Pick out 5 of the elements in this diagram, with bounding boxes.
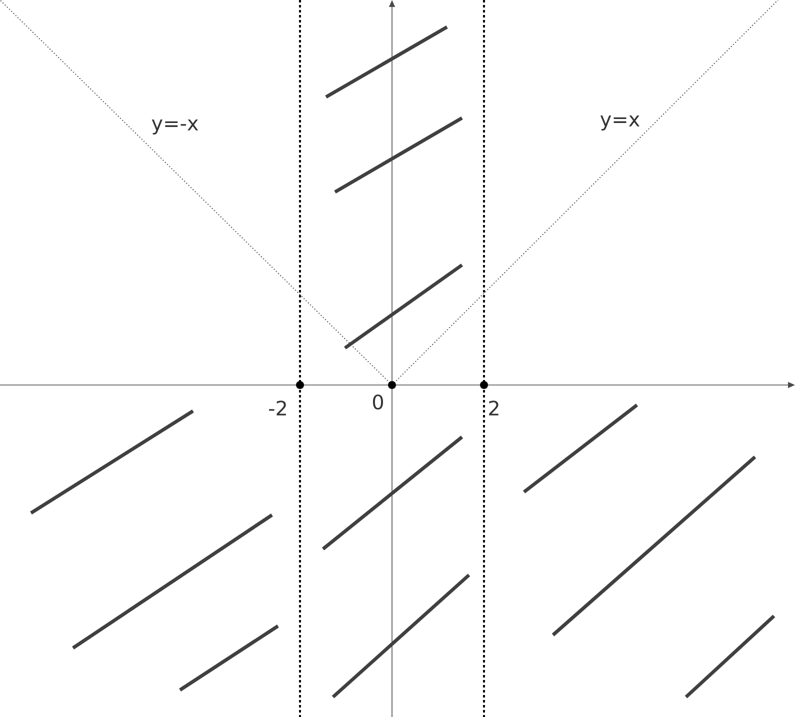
axis-label: y=-x [152,119,198,134]
axis-label: y=x [600,115,640,130]
axis-label: 2 [489,400,498,416]
axis-label: 0 [372,394,384,410]
axis-label: -2 [269,400,286,416]
